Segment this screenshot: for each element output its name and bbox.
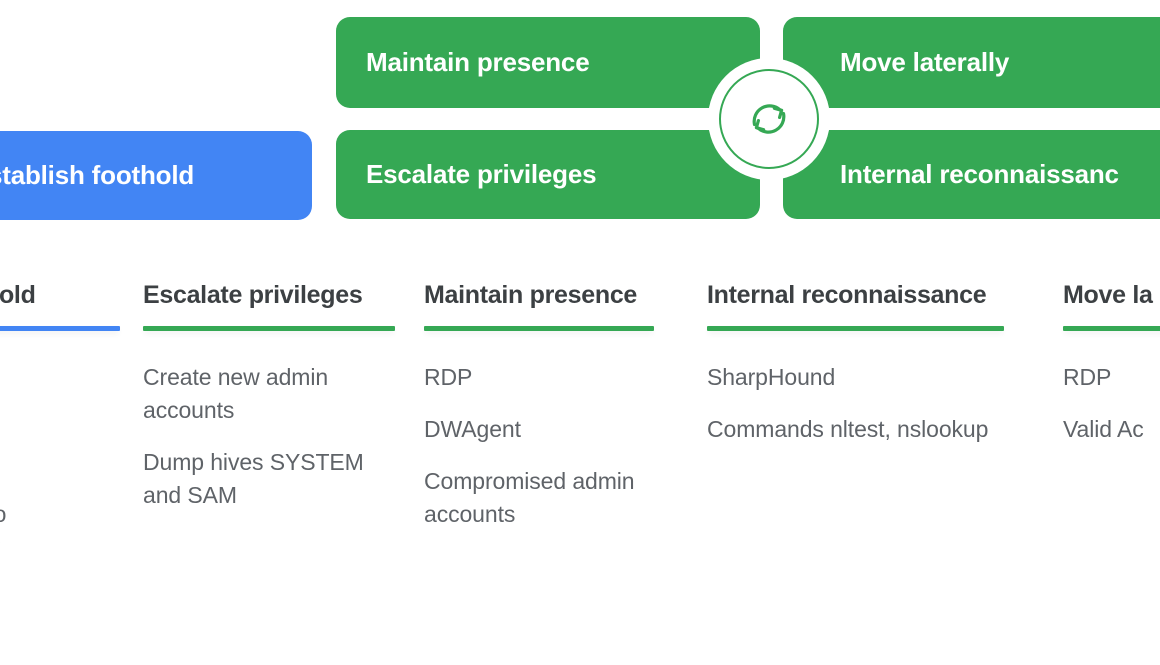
lifecycle-stage-maintain-presence[interactable]: Maintain presence — [336, 17, 760, 108]
list-item: RDP — [424, 364, 473, 390]
detail-column-maintain-presence: Maintain presence RDP DWAgent Compromise… — [424, 280, 654, 531]
detail-column-header: foothold — [0, 281, 36, 309]
lifecycle-band: stablish foothold Maintain presence Esca… — [0, 0, 1160, 240]
lifecycle-stage-label: Escalate privileges — [366, 159, 597, 189]
list-item: Dump hives SYSTEM and SAM — [143, 449, 364, 508]
detail-column-rule — [424, 326, 654, 331]
detail-column-items: fig n ORM ents to ectory — [0, 361, 120, 564]
list-item: Create new admin accounts — [143, 364, 329, 423]
detail-column-internal-reconnaissance: Internal reconnaissance SharpHound Comma… — [707, 280, 1004, 446]
detail-column-header: Internal reconnaissance — [707, 281, 987, 309]
lifecycle-stage-label: Internal reconnaissanc — [840, 159, 1119, 189]
lifecycle-stage-escalate-privileges[interactable]: Escalate privileges — [336, 130, 760, 219]
list-item: DWAgent — [424, 416, 521, 442]
list-item: ORM — [0, 446, 120, 479]
list-item: Commands nltest, nslookup — [707, 416, 989, 442]
stage-detail-table: foothold fig n ORM ents to ectory Escala… — [0, 280, 1160, 665]
list-item: SharpHound — [707, 364, 836, 390]
list-item: ents to ectory — [0, 498, 120, 564]
lifecycle-stage-label: Maintain presence — [366, 47, 590, 77]
detail-column-items: RDP DWAgent Compromised admin accounts — [424, 361, 654, 531]
list-item: RDP — [1063, 364, 1112, 390]
detail-column-header: Move la — [1063, 281, 1153, 309]
lifecycle-stage-label: stablish foothold — [0, 160, 195, 190]
detail-column-header: Maintain presence — [424, 281, 638, 309]
list-item: fig n — [0, 361, 120, 427]
list-item: Compromised admin accounts — [424, 468, 635, 527]
detail-column-rule — [707, 326, 1004, 331]
detail-column-rule — [1063, 326, 1160, 331]
detail-column-rule — [0, 326, 120, 331]
refresh-cycle-icon — [719, 69, 819, 169]
detail-column-move-laterally: Move la RDP Valid Ac — [1063, 280, 1160, 446]
lifecycle-hub — [708, 58, 830, 180]
list-item: Valid Ac — [1063, 416, 1144, 442]
detail-column-items: RDP Valid Ac — [1063, 361, 1160, 446]
lifecycle-stage-move-laterally[interactable]: Move laterally — [783, 17, 1160, 108]
lifecycle-stage-label: Move laterally — [840, 47, 1010, 77]
detail-column-items: SharpHound Commands nltest, nslookup — [707, 361, 1004, 446]
lifecycle-stage-establish-foothold[interactable]: stablish foothold — [0, 131, 312, 220]
detail-column-escalate-privileges: Escalate privileges Create new admin acc… — [143, 280, 395, 512]
detail-column-establish-foothold: foothold fig n ORM ents to ectory — [0, 280, 120, 564]
detail-column-header: Escalate privileges — [143, 281, 363, 309]
detail-column-items: Create new admin accounts Dump hives SYS… — [143, 361, 395, 512]
lifecycle-stage-internal-reconnaissance[interactable]: Internal reconnaissanc — [783, 130, 1160, 219]
detail-column-rule — [143, 326, 395, 331]
